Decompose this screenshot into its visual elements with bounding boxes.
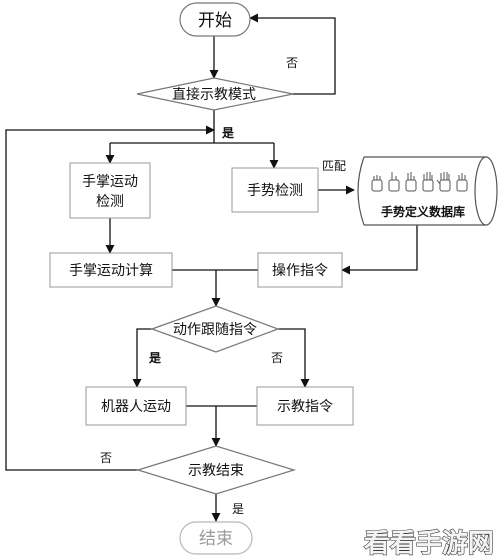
edge-follow-no (278, 328, 310, 388)
robot-motion-label: 机器人运动 (101, 399, 171, 415)
follow-no-label: 否 (271, 351, 283, 365)
hand-icon (371, 175, 383, 192)
follow-decision-label: 动作跟随指令 (173, 322, 257, 338)
palm-detect-label-line1: 手掌运动 (82, 174, 138, 190)
edge-end-no-loop (5, 125, 215, 471)
palm-detect-label-line2: 检测 (96, 194, 124, 210)
hand-icon (388, 172, 400, 192)
mode-decision: 直接示教模式 (136, 77, 294, 111)
gesture-detect-box: 手势检测 (231, 167, 319, 213)
teach-command-box: 示教指令 (256, 386, 354, 426)
start-terminal: 开始 (179, 2, 251, 37)
hand-icons (371, 172, 468, 192)
match-label: 匹配 (322, 159, 346, 173)
end-terminal: 结束 (179, 521, 253, 555)
hand-icon (405, 172, 417, 192)
edge-db-to-op (341, 225, 418, 275)
teach-end-decision-label: 示教结束 (188, 463, 244, 479)
edge-follow-yes (132, 328, 152, 388)
palm-calc-label: 手掌运动计算 (69, 263, 153, 279)
teach-end-decision: 示教结束 (135, 445, 297, 495)
gesture-database-label: 手势定义数据库 (381, 204, 465, 219)
end-no-label: 否 (100, 451, 112, 465)
end-yes-label: 是 (232, 502, 244, 516)
follow-decision: 动作跟随指令 (150, 305, 280, 353)
hand-icon (456, 173, 468, 192)
palm-detect-box: 手掌运动 检测 (69, 162, 151, 219)
end-label: 结束 (199, 529, 233, 549)
connectors (5, 13, 418, 522)
teach-command-label: 示教指令 (277, 399, 333, 415)
follow-yes-label: 是 (148, 351, 162, 365)
op-command-label: 操作指令 (272, 263, 328, 279)
gesture-detect-label: 手势检测 (247, 183, 303, 199)
hand-icon (422, 172, 434, 192)
robot-motion-box: 机器人运动 (85, 386, 187, 426)
mode-decision-label: 直接示教模式 (172, 86, 256, 103)
mode-yes-label: 是 (221, 126, 235, 140)
gesture-database: 手势定义数据库 (357, 156, 498, 226)
hand-icon (436, 172, 451, 192)
watermark-text: 看看手游网 (364, 529, 494, 559)
edge-labels: 否 是 匹配 是 否 否 是 (100, 56, 346, 516)
palm-calc-box: 手掌运动计算 (49, 252, 173, 288)
edge-mode-no-loop (249, 13, 336, 95)
op-command-box: 操作指令 (257, 252, 343, 288)
watermark: 看看手游网 (363, 528, 494, 559)
start-label: 开始 (198, 11, 232, 31)
mode-no-label: 否 (286, 56, 298, 70)
